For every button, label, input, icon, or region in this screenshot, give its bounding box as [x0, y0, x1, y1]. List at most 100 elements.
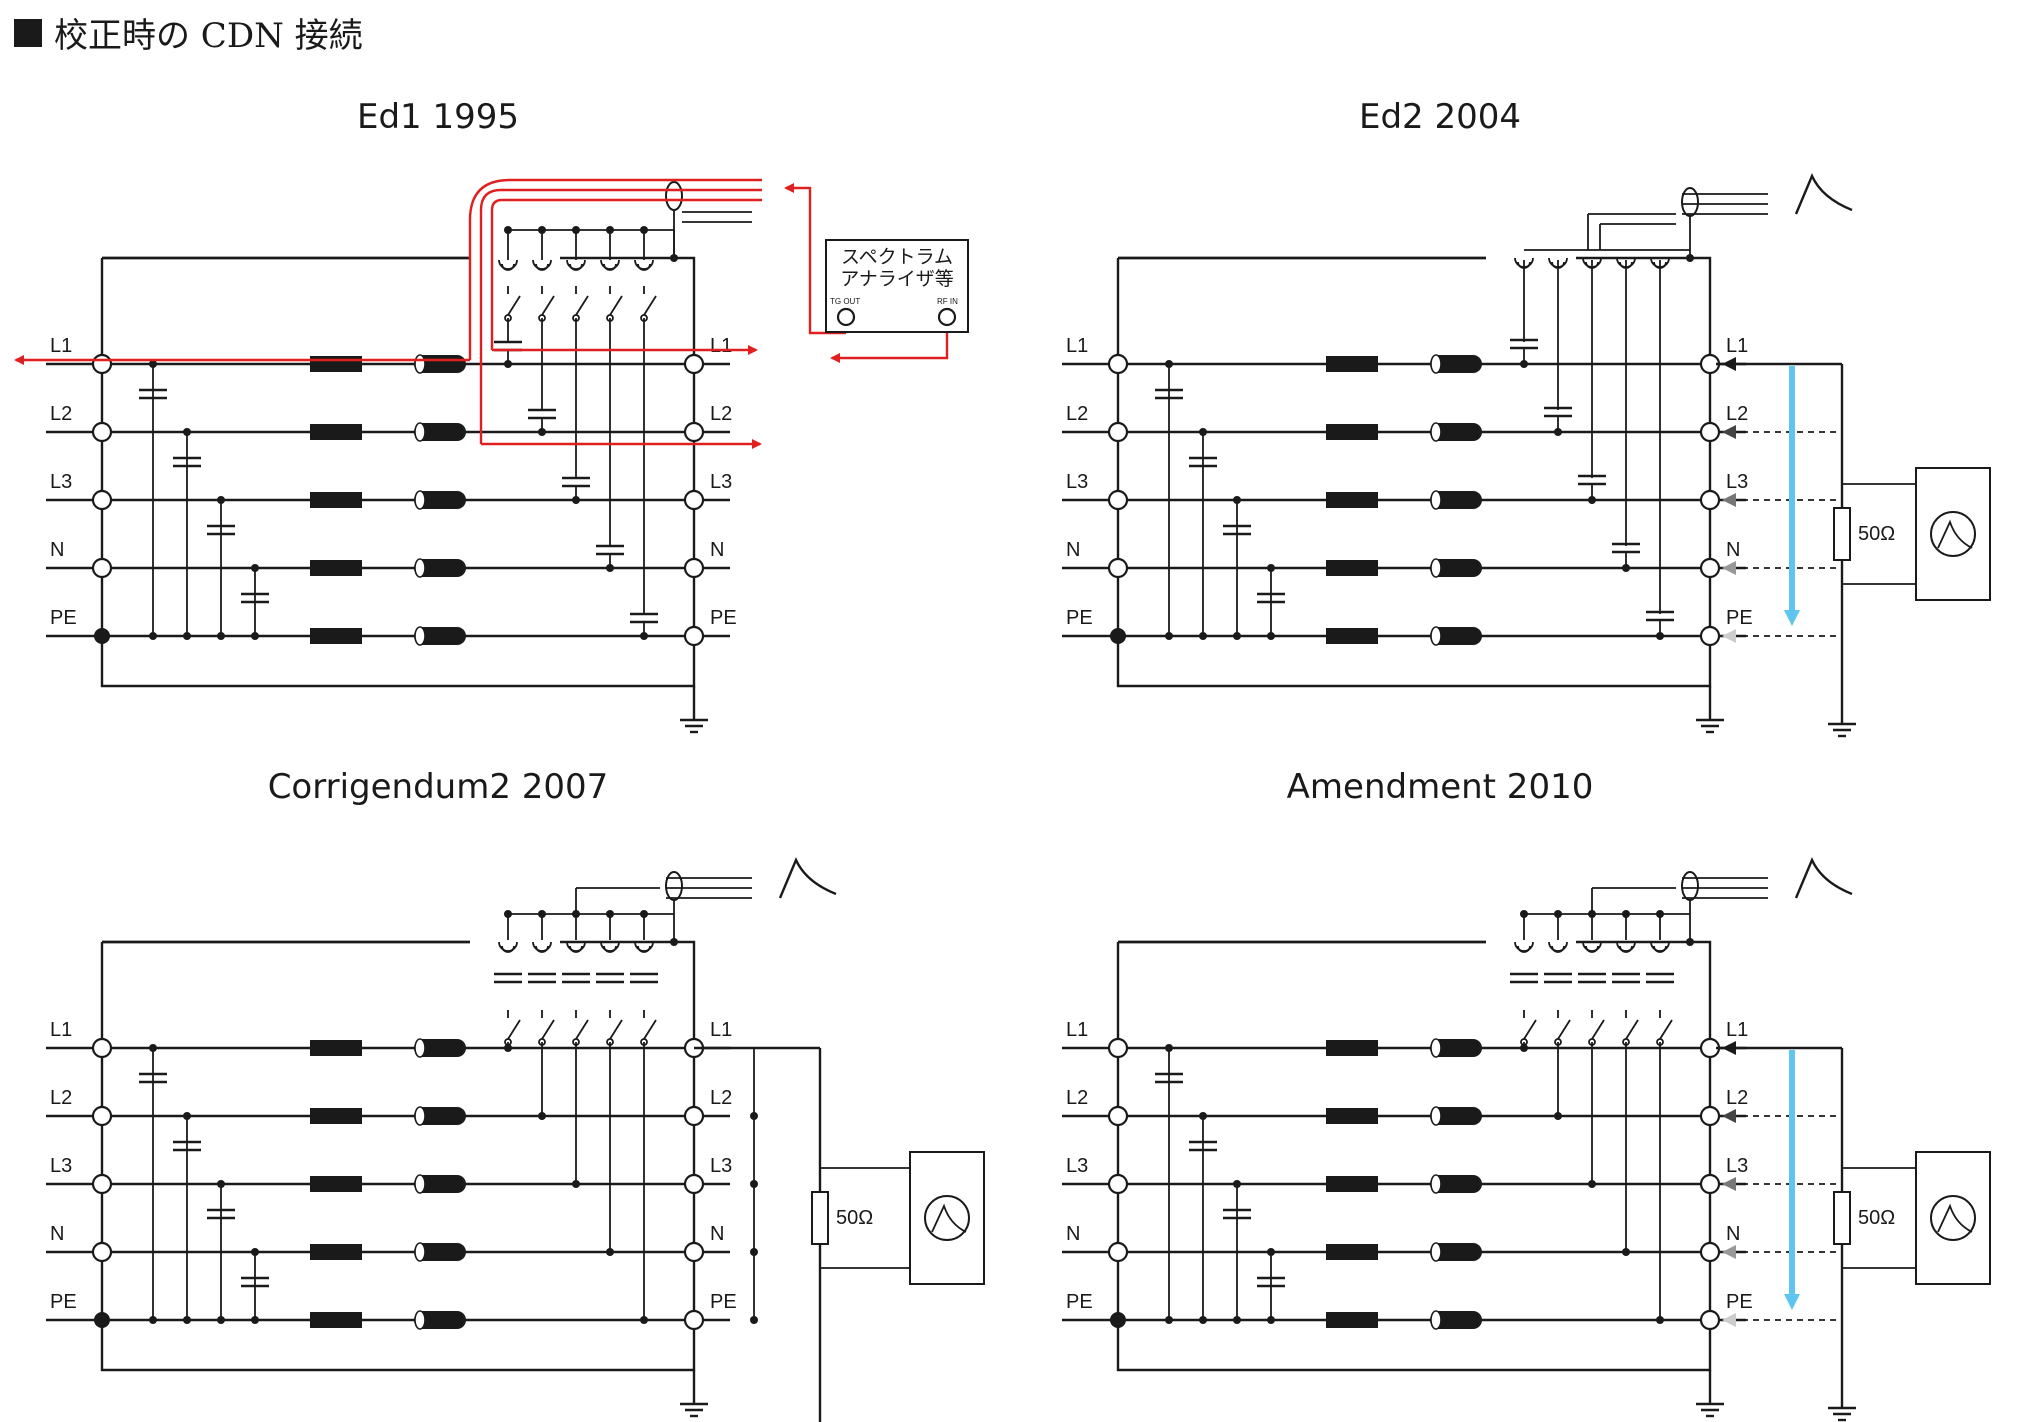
choke-inductor — [310, 356, 362, 372]
junction-dot — [750, 1180, 758, 1188]
generator-icon — [924, 1195, 970, 1241]
sequence-arrow — [1722, 1177, 1736, 1191]
coax-shield-icon — [569, 263, 583, 271]
current-probe-icon — [1681, 187, 1699, 217]
ferrite-core-end — [414, 490, 426, 510]
sequence-arrow — [1722, 561, 1736, 575]
choke-inductor — [310, 628, 362, 644]
choke-inductor — [1326, 1244, 1378, 1260]
choke-inductor — [310, 1176, 362, 1192]
terminal — [1107, 1173, 1129, 1195]
generator-icon — [1930, 1195, 1976, 1241]
junction-dot — [504, 1044, 512, 1052]
right-line-label: L2 — [1726, 1087, 1748, 1109]
pe-terminal-left — [1110, 1312, 1126, 1328]
right-line-label: N — [1726, 539, 1740, 561]
left-line-label: N — [50, 539, 64, 561]
enclosure — [1116, 940, 1712, 1372]
junction-dot — [750, 1248, 758, 1256]
coax-shield-icon — [501, 263, 515, 271]
tg-out-port — [836, 307, 856, 327]
coax-shield-icon — [532, 941, 552, 952]
ferrite-core — [1430, 1039, 1482, 1057]
coax-shield-icon — [637, 263, 651, 271]
choke-inductor — [1326, 628, 1378, 644]
junction-dot — [1165, 1044, 1173, 1052]
signal-path — [468, 178, 762, 360]
left-line-label: L3 — [50, 471, 72, 493]
terminal — [1107, 421, 1129, 443]
sequence-arrow — [1722, 493, 1736, 507]
ferrite-core — [414, 423, 466, 441]
coax-shield-icon — [1582, 941, 1602, 952]
ferrite-core — [414, 1243, 466, 1261]
junction-dot — [1267, 564, 1275, 572]
terminal — [683, 625, 705, 647]
coax-shield-icon — [535, 263, 549, 271]
junction-dot — [606, 564, 614, 572]
junction-dot — [1233, 1316, 1241, 1324]
choke-inductor — [1326, 560, 1378, 576]
ferrite-core — [414, 627, 466, 645]
junction-dot — [183, 1316, 191, 1324]
resistor-50ohm — [1833, 1191, 1851, 1245]
coax-shield-icon — [1517, 945, 1531, 953]
ferrite-core-end — [1430, 1106, 1442, 1126]
coax-shield-icon — [634, 259, 654, 270]
switch-blade — [1557, 1019, 1571, 1040]
terminal — [683, 557, 705, 579]
title-square-icon — [14, 18, 42, 47]
sequence-arrow — [1722, 629, 1736, 643]
terminal — [683, 353, 705, 375]
coax-shield-icon — [600, 941, 620, 952]
coax-shield-icon — [501, 945, 515, 953]
terminal — [1107, 353, 1129, 375]
generator-waveform-icon — [1937, 1203, 1973, 1233]
ferrite-core — [414, 1311, 466, 1329]
terminal — [91, 421, 113, 443]
terminal — [683, 489, 705, 511]
left-line-label: L3 — [1066, 471, 1088, 493]
switch-blade — [575, 295, 589, 316]
ferrite-core-end — [1430, 558, 1442, 578]
resistor-label: 50Ω — [836, 1207, 873, 1229]
generator-waveform-icon — [931, 1203, 967, 1233]
left-line-label: PE — [50, 607, 77, 629]
coax-shield-icon — [566, 941, 586, 952]
terminal — [1107, 1037, 1129, 1059]
coax-shield-icon — [532, 259, 552, 270]
switch-blade — [1625, 1019, 1639, 1040]
resistor-label: 50Ω — [1858, 1207, 1895, 1229]
switch-blade — [1523, 1019, 1537, 1040]
junction-dot — [1165, 1316, 1173, 1324]
surge-waveform-icon — [1794, 173, 1853, 215]
terminal — [1107, 489, 1129, 511]
junction-dot — [1267, 1248, 1275, 1256]
surge-generator-box — [1915, 467, 1991, 601]
coax-shield-icon — [1653, 945, 1667, 953]
coax-shield-icon — [1585, 945, 1599, 953]
terminal — [1699, 1173, 1721, 1195]
signal-path — [479, 188, 762, 444]
surge-waveform-icon — [778, 857, 837, 899]
right-line-label: L3 — [710, 1155, 732, 1177]
choke-inductor — [1326, 1040, 1378, 1056]
ferrite-core-end — [414, 354, 426, 374]
ferrite-core — [1430, 627, 1482, 645]
junction-dot — [572, 496, 580, 504]
ferrite-core-end — [414, 1242, 426, 1262]
right-line-label: L3 — [1726, 471, 1748, 493]
page-title: 校正時の CDN 接続 — [14, 8, 363, 57]
coax-shield-icon — [1514, 941, 1534, 952]
ferrite-core-end — [1430, 1174, 1442, 1194]
coax-shield-icon — [498, 941, 518, 952]
ferrite-core-end — [414, 1174, 426, 1194]
terminal — [683, 1241, 705, 1263]
terminal — [683, 1173, 705, 1195]
terminal — [1107, 557, 1129, 579]
left-line-label: L1 — [1066, 1019, 1088, 1041]
terminal — [1107, 1105, 1129, 1127]
junction-dot — [1588, 1180, 1596, 1188]
